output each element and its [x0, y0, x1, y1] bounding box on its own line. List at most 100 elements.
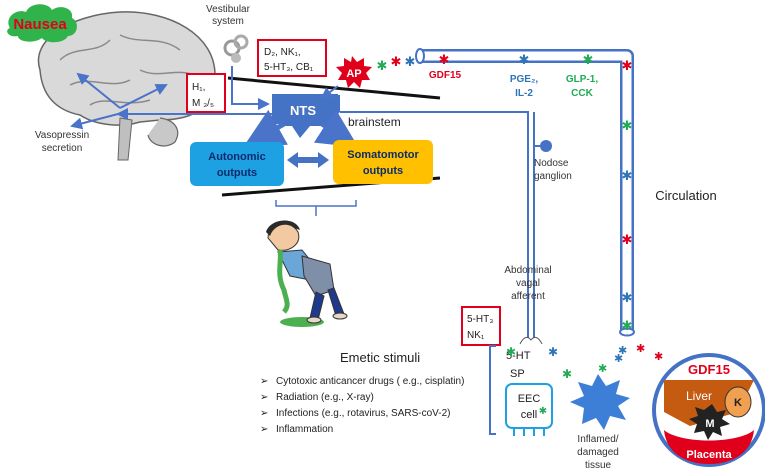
svg-text:✱: ✱ — [622, 118, 633, 133]
inflamed-tissue-burst — [570, 374, 630, 430]
svg-text:➢: ➢ — [260, 392, 268, 403]
inflamed-label-2: damaged — [577, 447, 619, 458]
nausea-cloud: Nausea — [7, 4, 77, 43]
receptor-box-d2-line2: 5-HT₃, CB₁ — [264, 62, 314, 73]
vagal-label-1: Abdominal — [504, 265, 551, 276]
vasopressin-arrow — [70, 113, 119, 130]
nodose-label-1: Nodose — [534, 158, 569, 169]
autonomic-label-2: outputs — [217, 167, 257, 179]
eec-cell: EEC cell ✱ — [505, 383, 553, 436]
svg-text:✱: ✱ — [622, 58, 633, 73]
inflamed-label-1: Inflamed/ — [577, 434, 618, 445]
nerve-endings — [519, 336, 543, 345]
svg-text:✱: ✱ — [548, 345, 558, 359]
outputs-bracket — [275, 200, 357, 216]
svg-text:✱: ✱ — [654, 351, 663, 363]
svg-text:✱: ✱ — [598, 363, 607, 375]
autonomic-outputs-box: Autonomic outputs — [190, 142, 284, 186]
vagal-label-3: afferent — [511, 291, 545, 302]
eec-label-2: cell — [521, 409, 538, 421]
inflamed-label-3: tissue — [585, 460, 612, 471]
gdf15-label: GDF15 — [429, 70, 462, 81]
somatomotor-label-1: Somatomotor — [347, 149, 419, 161]
svg-text:✱: ✱ — [636, 343, 645, 355]
ap-to-nts-arrow — [320, 85, 339, 100]
vagal-afferent-path — [340, 111, 529, 338]
organ-gdf15-label: GDF15 — [688, 362, 730, 377]
receptor-box-5ht3-line1: 5-HT₃ — [467, 314, 493, 325]
emetic-item: Inflammation — [276, 424, 333, 435]
nausea-label: Nausea — [13, 16, 67, 33]
nts-to-somatomotor-arrow — [313, 108, 359, 148]
svg-text:✱: ✱ — [583, 52, 594, 67]
ap-label: AP — [346, 68, 361, 80]
receptor-box-5ht3-line2: NK₁ — [467, 330, 485, 341]
svg-text:✱: ✱ — [439, 52, 450, 67]
svg-text:➢: ➢ — [260, 424, 268, 435]
circulation-tube — [415, 48, 635, 337]
nodose-ganglion-dot — [540, 140, 552, 152]
ap-burst: AP — [336, 56, 372, 88]
svg-text:✱: ✱ — [539, 406, 547, 417]
svg-text:✱: ✱ — [622, 232, 633, 247]
kidney-label: K — [734, 397, 742, 409]
vestibular-label-1: Vestibular — [206, 4, 251, 15]
svg-text:✱: ✱ — [562, 367, 572, 381]
vomiting-person-illustration — [266, 220, 348, 327]
brain-cortex-arrow — [119, 84, 168, 109]
receptor-box-h1-line2: M ₃/₅ — [192, 98, 214, 109]
svg-text:✱: ✱ — [405, 54, 416, 69]
pge2-label-1: PGE₂, — [510, 74, 539, 85]
sp-label: SP — [510, 368, 525, 380]
emetic-list: ➢ Cytotoxic anticancer drugs ( e.g., cis… — [260, 376, 464, 435]
pge2-label-2: IL-2 — [515, 88, 533, 99]
vagal-label-2: vagal — [516, 278, 540, 289]
emetic-item: Cytotoxic anticancer drugs ( e.g., cispl… — [276, 376, 464, 387]
vestibular-label-2: system — [212, 16, 244, 27]
circulation-label: Circulation — [655, 188, 716, 203]
vasopressin-label-1: Vasopressin — [35, 130, 89, 141]
five-ht-label: 5-HT — [506, 350, 531, 362]
eec-label-1: EEC — [518, 393, 541, 405]
double-arrow — [287, 152, 329, 168]
receptor-box-d2: D₂, NK₁, 5-HT₃, CB₁ — [257, 39, 327, 77]
somatomotor-outputs-box: Somatomotor outputs — [333, 140, 433, 184]
autonomic-label-1: Autonomic — [208, 151, 265, 163]
brain-to-nausea-arrow — [76, 72, 121, 109]
svg-text:✱: ✱ — [622, 318, 633, 333]
svg-text:✱: ✱ — [519, 52, 530, 67]
glp1-label-2: CCK — [571, 88, 593, 99]
emetic-item: Radiation (e.g., X-ray) — [276, 392, 374, 403]
nts-to-autonomic-arrow — [243, 109, 288, 147]
svg-text:✱: ✱ — [506, 345, 516, 359]
placenta-label: Placenta — [686, 449, 732, 461]
vasopressin-label-2: secretion — [42, 143, 83, 154]
nts-label: NTS — [290, 103, 316, 118]
svg-text:✱: ✱ — [622, 168, 633, 183]
receptor-box-5ht3: 5-HT₃ NK₁ — [461, 306, 501, 346]
vestibular-icon — [223, 34, 249, 63]
svg-text:✱: ✱ — [391, 54, 402, 69]
organ-circle: GDF15 Liver K M Placenta — [652, 353, 765, 467]
somatomotor-label-2: outputs — [363, 165, 403, 177]
receptor-box-h1-line1: H₁, — [192, 82, 205, 93]
svg-text:✱: ✱ — [614, 353, 623, 365]
nodose-label-2: ganglion — [534, 171, 572, 182]
liver-label: Liver — [686, 389, 712, 403]
circulation-stars: ✱ ✱ ✱ ✱ ✱ ✱ ✱ ✱ ✱ ✱ ✱ ✱ — [377, 52, 633, 333]
receptor-box-d2-line1: D₂, NK₁, — [264, 47, 301, 58]
brainstem-label: brainstem — [348, 115, 401, 129]
m-label: M — [705, 418, 714, 430]
svg-text:➢: ➢ — [260, 408, 268, 419]
vestibular-to-nts-arrow — [231, 66, 270, 110]
emetic-item: Infections (e.g., rotavirus, SARS-coV-2) — [276, 408, 451, 419]
svg-text:✱: ✱ — [622, 290, 633, 305]
svg-text:✱: ✱ — [618, 345, 627, 357]
receptor-box-h1: H₁, M ₃/₅ — [186, 73, 226, 113]
gut-bracket — [489, 345, 496, 435]
emetic-title: Emetic stimuli — [340, 350, 420, 365]
glp1-label-1: GLP-1, — [566, 74, 598, 85]
svg-text:➢: ➢ — [260, 376, 268, 387]
svg-text:✱: ✱ — [377, 58, 388, 73]
